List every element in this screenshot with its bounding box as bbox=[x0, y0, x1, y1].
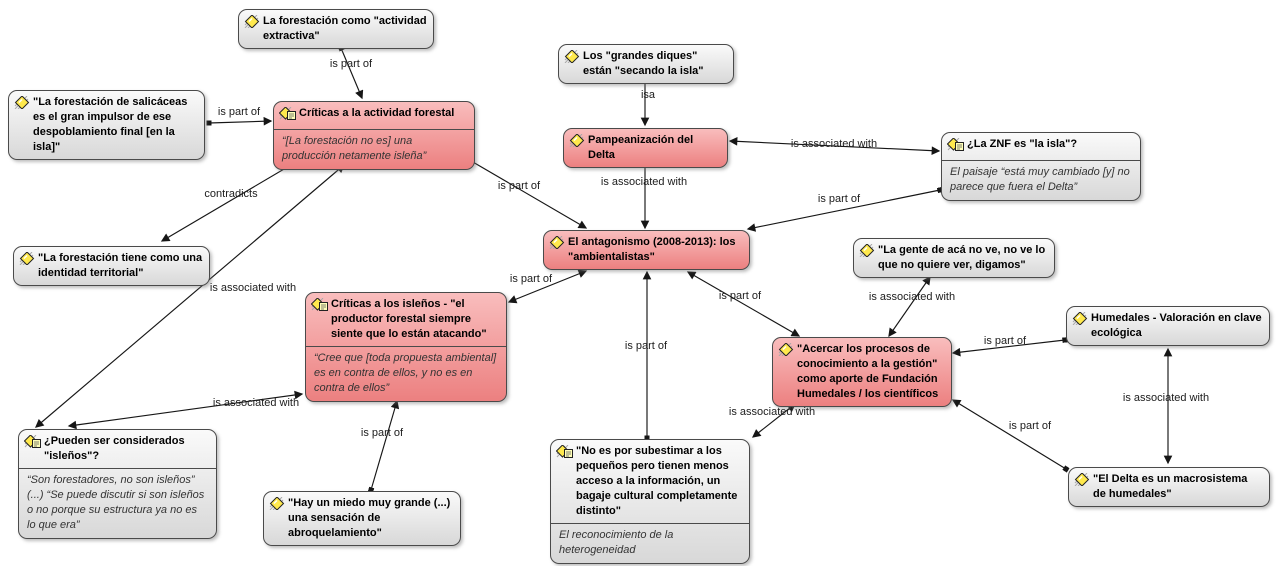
code-icon bbox=[269, 496, 285, 541]
node-title: "Hay un miedo muy grande (...) una sensa… bbox=[288, 497, 451, 539]
node-title: "No es por subestimar a los pequeños per… bbox=[576, 445, 738, 517]
edge-label-e14[interactable]: is part of bbox=[983, 335, 1027, 347]
edge-label-e7[interactable]: is associated with bbox=[790, 138, 878, 150]
edge-label-e16[interactable]: is associated with bbox=[1122, 392, 1210, 404]
node-title: Pampeanización del Delta bbox=[588, 134, 694, 161]
commented-code-icon bbox=[278, 106, 296, 125]
node-title: "La forestación de salicáceas es el gran… bbox=[33, 96, 188, 153]
node-grandes-diques[interactable]: Los "grandes diques" están "secando la i… bbox=[558, 44, 734, 84]
node-criticas-forestal[interactable]: Críticas a la actividad forestal “[La fo… bbox=[273, 101, 475, 170]
node-no-subestimar[interactable]: "No es por subestimar a los pequeños per… bbox=[550, 439, 750, 564]
code-icon bbox=[778, 342, 794, 402]
node-title: La forestación como "actividad extractiv… bbox=[263, 15, 427, 42]
node-salicaceas[interactable]: "La forestación de salicáceas es el gran… bbox=[8, 90, 205, 160]
node-title: Humedales - Valoración en clave ecológic… bbox=[1091, 312, 1262, 339]
code-icon bbox=[1072, 311, 1088, 341]
edge-label-e12[interactable]: is part of bbox=[718, 290, 762, 302]
commented-code-icon bbox=[946, 137, 964, 156]
node-acercar-gestion[interactable]: "Acercar los procesos de conocimiento a … bbox=[772, 337, 952, 407]
edge-label-e2[interactable]: is part of bbox=[217, 106, 261, 118]
edge-label-e11[interactable]: is part of bbox=[624, 340, 668, 352]
edge-e12-line[interactable] bbox=[686, 271, 801, 337]
edge-label-e9[interactable]: is part of bbox=[817, 193, 861, 205]
edge-label-e13[interactable]: is associated with bbox=[868, 291, 956, 303]
node-title: ¿Pueden ser considerados "isleños"? bbox=[44, 435, 185, 462]
code-icon bbox=[859, 243, 875, 273]
edge-e18-line[interactable] bbox=[367, 399, 400, 494]
edge-e17-line[interactable] bbox=[67, 390, 304, 430]
node-comment: El paisaje “está muy cambiado [y] no par… bbox=[950, 166, 1130, 193]
node-title: Los "grandes diques" están "secando la i… bbox=[583, 50, 704, 77]
edge-e5-line[interactable] bbox=[462, 154, 588, 229]
node-title: "La gente de acá no ve, no ve lo que no … bbox=[878, 244, 1046, 271]
code-icon bbox=[244, 14, 260, 44]
node-title: ¿La ZNF es "la isla"? bbox=[967, 138, 1078, 150]
edge-label-e6[interactable]: isa bbox=[640, 89, 656, 101]
node-title: "Acercar los procesos de conocimiento a … bbox=[797, 343, 939, 400]
node-extractiva[interactable]: La forestación como "actividad extractiv… bbox=[238, 9, 434, 49]
node-title: Críticas a los isleños - "el productor f… bbox=[331, 298, 487, 340]
edge-e3-line[interactable] bbox=[160, 161, 298, 242]
edge-e15-line[interactable] bbox=[951, 399, 1070, 473]
edge-e19-line[interactable] bbox=[751, 403, 797, 438]
code-icon bbox=[19, 251, 35, 281]
node-title: "El Delta es un macrosistema de humedale… bbox=[1093, 473, 1248, 500]
code-icon bbox=[1074, 472, 1090, 502]
node-comment: “Son forestadores, no son isleños” (...)… bbox=[27, 474, 205, 531]
code-icon bbox=[549, 235, 565, 265]
node-comment: “[La forestación no es] una producción n… bbox=[282, 135, 427, 162]
node-identidad-territorial[interactable]: "La forestación tiene como una identidad… bbox=[13, 246, 210, 286]
node-comment: “Cree que [toda propuesta ambiental] es … bbox=[314, 352, 497, 394]
edge-e7-line[interactable] bbox=[728, 137, 941, 155]
edge-label-e5[interactable]: is part of bbox=[497, 180, 541, 192]
commented-code-icon bbox=[555, 444, 573, 519]
node-title: "La forestación tiene como una identidad… bbox=[38, 252, 203, 279]
node-znf[interactable]: ¿La ZNF es "la isla"? El paisaje “está m… bbox=[941, 132, 1141, 201]
edge-e9-line[interactable] bbox=[746, 186, 944, 232]
commented-code-icon bbox=[23, 434, 41, 464]
edge-label-e17[interactable]: is associated with bbox=[212, 397, 300, 409]
edge-e10-line[interactable] bbox=[507, 269, 588, 304]
node-pampeanizacion[interactable]: Pampeanización del Delta bbox=[563, 128, 728, 168]
code-icon bbox=[14, 95, 30, 155]
edge-label-e19[interactable]: is associated with bbox=[728, 406, 816, 418]
node-criticas-islenos[interactable]: Críticas a los isleños - "el productor f… bbox=[305, 292, 507, 402]
code-icon bbox=[564, 49, 580, 79]
node-miedo-abroquelamiento[interactable]: "Hay un miedo muy grande (...) una sensa… bbox=[263, 491, 461, 546]
code-icon bbox=[569, 133, 585, 163]
node-gente-aca[interactable]: "La gente de acá no ve, no ve lo que no … bbox=[853, 238, 1055, 278]
node-comment: El reconocimiento de la heterogeneidad bbox=[559, 529, 674, 556]
node-delta-macrosistema[interactable]: "El Delta es un macrosistema de humedale… bbox=[1068, 467, 1270, 507]
edge-e4-line[interactable] bbox=[35, 164, 345, 428]
commented-code-icon bbox=[310, 297, 328, 342]
edge-label-e18[interactable]: is part of bbox=[360, 427, 404, 439]
edge-e13-line[interactable] bbox=[888, 275, 931, 338]
node-title: Críticas a la actividad forestal bbox=[299, 107, 455, 119]
edge-e1-line[interactable] bbox=[337, 44, 364, 100]
edge-label-e4[interactable]: is associated with bbox=[209, 282, 297, 294]
edge-label-e8[interactable]: is associated with bbox=[600, 176, 688, 188]
edge-e14-line[interactable] bbox=[951, 337, 1068, 357]
edge-label-e15[interactable]: is part of bbox=[1008, 420, 1052, 432]
edge-label-e3[interactable]: contradicts bbox=[204, 188, 258, 200]
node-humedales-valoracion[interactable]: Humedales - Valoración en clave ecológic… bbox=[1066, 306, 1270, 346]
edge-e2-line[interactable] bbox=[206, 116, 273, 126]
node-pueden-ser-islenos[interactable]: ¿Pueden ser considerados "isleños"? “Son… bbox=[18, 429, 217, 539]
node-antagonismo[interactable]: El antagonismo (2008-2013): los "ambient… bbox=[543, 230, 750, 270]
edge-label-e10[interactable]: is part of bbox=[509, 273, 553, 285]
node-title: El antagonismo (2008-2013): los "ambient… bbox=[568, 236, 736, 263]
edge-label-e1[interactable]: is part of bbox=[329, 58, 373, 70]
